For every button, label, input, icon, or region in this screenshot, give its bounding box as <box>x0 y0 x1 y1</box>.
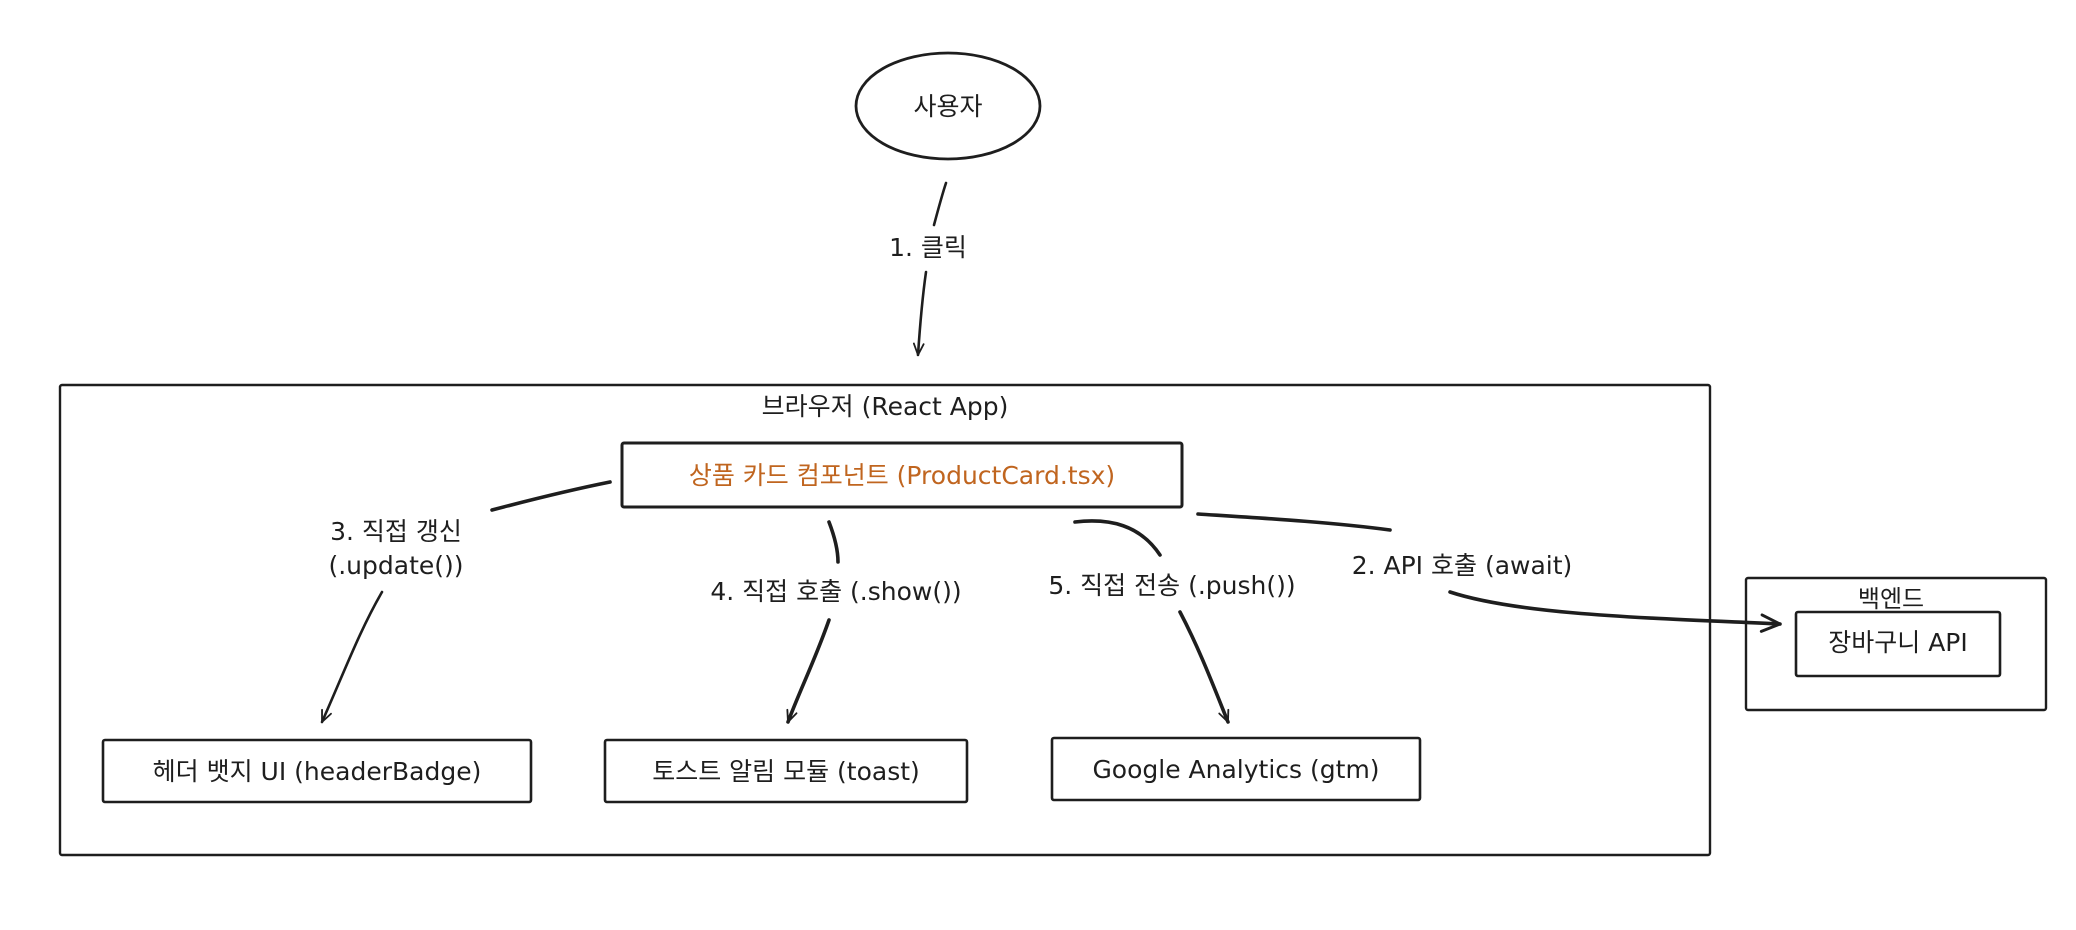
edge-click: 1. 클릭 <box>889 181 967 357</box>
browser-frame-label: 브라우저 (React App) <box>762 392 1009 421</box>
user-node-label: 사용자 <box>913 92 982 121</box>
google-analytics-label: Google Analytics (gtm) <box>1092 755 1379 784</box>
cart-api-node: 장바구니 API <box>1794 610 2002 678</box>
edge-direct-update-label-line2: (.update()) <box>328 551 463 580</box>
cart-api-label: 장바구니 API <box>1828 628 1968 657</box>
edge-api-call: 2. API 호출 (await) <box>1196 512 1782 633</box>
edge-direct-update-label-line1: 3. 직접 갱신 <box>330 517 462 546</box>
edge-direct-update: 3. 직접 갱신 (.update()) <box>320 480 612 724</box>
edge-click-label: 1. 클릭 <box>889 233 967 262</box>
user-node: 사용자 <box>854 51 1042 161</box>
edge-api-call-label: 2. API 호출 (await) <box>1352 551 1573 580</box>
toast-module-node: 토스트 알림 모듈 (toast) <box>603 738 969 804</box>
product-card-node: 상품 카드 컴포넌트 (ProductCard.tsx) <box>620 441 1184 509</box>
edge-direct-send-label: 5. 직접 전송 (.push()) <box>1048 571 1295 600</box>
product-card-label: 상품 카드 컴포넌트 (ProductCard.tsx) <box>689 461 1115 490</box>
edge-direct-send: 5. 직접 전송 (.push()) <box>1048 519 1296 724</box>
edge-direct-call-label: 4. 직접 호출 (.show()) <box>710 577 961 606</box>
edge-direct-call: 4. 직접 호출 (.show()) <box>710 520 962 724</box>
google-analytics-node: Google Analytics (gtm) <box>1050 736 1422 802</box>
toast-module-label: 토스트 알림 모듈 (toast) <box>652 757 920 786</box>
header-badge-label: 헤더 뱃지 UI (headerBadge) <box>153 757 482 786</box>
header-badge-node: 헤더 뱃지 UI (headerBadge) <box>101 738 533 804</box>
backend-frame-label: 백엔드 <box>1858 585 1924 613</box>
